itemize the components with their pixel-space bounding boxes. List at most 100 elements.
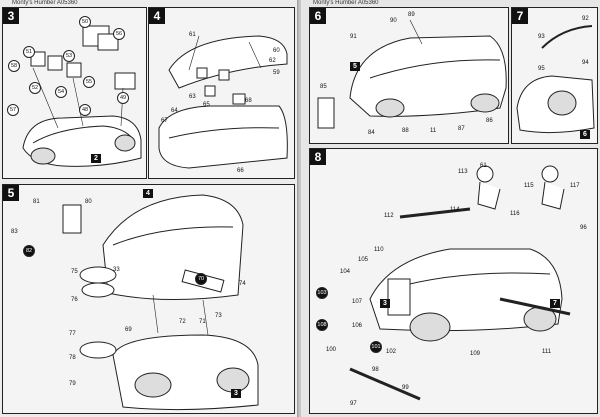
part-label: 92 bbox=[582, 16, 589, 22]
part-label: 111 bbox=[542, 349, 552, 355]
part-label: 58 bbox=[8, 60, 20, 72]
step-8-panel: 8 113 114 115 116 117 112 110 111 109 10… bbox=[309, 148, 598, 414]
step-5-drawing bbox=[62, 194, 259, 411]
part-label: 96 bbox=[580, 225, 587, 231]
part-label: 55 bbox=[83, 76, 95, 88]
part-label: 112 bbox=[384, 213, 394, 219]
part-label: 59 bbox=[273, 70, 280, 76]
part-label: 52 bbox=[29, 82, 41, 94]
part-label: 71 bbox=[199, 319, 206, 325]
assembly-reference-tag: 7 bbox=[550, 299, 560, 308]
part-label: 110 bbox=[374, 247, 384, 253]
part-label: 93 bbox=[538, 34, 545, 40]
part-label: 102 bbox=[386, 349, 397, 355]
part-label: 88 bbox=[402, 128, 409, 134]
part-label: 109 bbox=[470, 351, 481, 357]
part-label: 68 bbox=[245, 98, 252, 104]
part-label: 60 bbox=[273, 48, 280, 54]
part-label: 48 bbox=[79, 104, 91, 116]
part-label: 51 bbox=[23, 46, 35, 58]
part-label: 100 bbox=[326, 347, 337, 353]
part-label: 61 bbox=[189, 32, 196, 38]
part-label: 63 bbox=[189, 94, 196, 100]
step-3-drawing bbox=[22, 25, 142, 167]
part-label: 70 bbox=[195, 273, 207, 285]
part-label: 75 bbox=[71, 269, 78, 275]
part-label: 78 bbox=[69, 355, 76, 361]
part-label: 97 bbox=[350, 401, 357, 407]
part-label: 73 bbox=[215, 313, 222, 319]
step-4-drawing bbox=[158, 35, 288, 169]
instruction-page-left: Monty's Humber A05360 3 50 51 52 53 54 5… bbox=[0, 0, 300, 417]
step-3-panel: 3 50 51 52 53 54 55 56 58 57 48 49 2 bbox=[2, 7, 147, 179]
part-label: 79 bbox=[69, 381, 76, 387]
step-5-panel: 5 81 82 83 80 4 76 75 74 73 72 71 70 69 … bbox=[2, 184, 295, 414]
part-label: 11 bbox=[430, 128, 437, 134]
assembly-reference-tag: 3 bbox=[231, 389, 241, 398]
part-label: 53 bbox=[63, 50, 75, 62]
part-label: 80 bbox=[85, 199, 92, 205]
part-label: 87 bbox=[458, 126, 465, 132]
assembly-reference-tag: 6 bbox=[580, 130, 590, 139]
step-number: 7 bbox=[512, 8, 528, 24]
step-number: 8 bbox=[310, 149, 326, 165]
part-label: 54 bbox=[55, 86, 67, 98]
page-gutter bbox=[297, 0, 303, 417]
step-6-drawing bbox=[317, 19, 507, 129]
part-label: 72 bbox=[179, 319, 186, 325]
part-label: 91 bbox=[350, 34, 357, 40]
part-label: 99 bbox=[402, 385, 409, 391]
part-label: 82 bbox=[23, 245, 35, 257]
part-label: 83 bbox=[11, 229, 18, 235]
part-label: 50 bbox=[79, 16, 91, 28]
part-label: 90 bbox=[390, 18, 397, 24]
part-label: 108 bbox=[316, 319, 328, 331]
part-label: 61 bbox=[480, 163, 487, 169]
assembly-reference-tag: 2 bbox=[91, 154, 101, 163]
part-label: 69 bbox=[125, 327, 132, 333]
part-label: 104 bbox=[340, 269, 351, 275]
part-label: 49 bbox=[117, 92, 129, 104]
part-label: 76 bbox=[71, 297, 78, 303]
part-label: 103 bbox=[316, 287, 328, 299]
part-label: 89 bbox=[408, 12, 415, 18]
part-label: 106 bbox=[352, 323, 363, 329]
part-label: 74 bbox=[239, 281, 246, 287]
step-6-panel: 6 89 90 91 86 87 85 84 88 11 5 bbox=[309, 7, 509, 144]
part-label: 107 bbox=[352, 299, 363, 305]
part-label: 115 bbox=[524, 183, 534, 189]
step-8-drawing bbox=[349, 165, 571, 401]
part-label: 84 bbox=[368, 130, 375, 136]
part-label: 117 bbox=[570, 183, 580, 189]
assembly-reference-tag: 5 bbox=[350, 62, 360, 71]
part-label: 85 bbox=[320, 84, 327, 90]
part-label: 66 bbox=[237, 168, 244, 174]
assembly-reference-tag: 3 bbox=[380, 299, 390, 308]
part-label: 114 bbox=[450, 207, 460, 213]
part-label: 116 bbox=[510, 211, 520, 217]
part-label: 94 bbox=[582, 60, 589, 66]
assembly-reference-tag: 4 bbox=[143, 189, 153, 198]
part-label: 57 bbox=[7, 104, 19, 116]
part-label: 113 bbox=[458, 169, 468, 175]
part-label: 64 bbox=[171, 108, 178, 114]
part-label: 81 bbox=[33, 199, 40, 205]
step-7-drawing bbox=[516, 25, 595, 134]
step-number: 5 bbox=[3, 185, 19, 201]
part-label: 86 bbox=[486, 118, 493, 124]
part-label: 105 bbox=[358, 257, 369, 263]
step-number: 4 bbox=[149, 8, 165, 24]
step-7-panel: 7 92 93 94 95 6 bbox=[511, 7, 598, 144]
part-label: 77 bbox=[69, 331, 76, 337]
part-label: 65 bbox=[203, 102, 210, 108]
header-kit-reference: Monty's Humber A05360 bbox=[313, 0, 379, 6]
part-label: 56 bbox=[113, 28, 125, 40]
part-label: 67 bbox=[161, 118, 168, 124]
part-label: 95 bbox=[538, 66, 545, 72]
step-4-panel: 4 61 62 63 64 65 66 67 68 60 59 bbox=[148, 7, 295, 179]
step-number: 3 bbox=[3, 8, 19, 24]
part-label: 62 bbox=[269, 58, 276, 64]
part-label: 33 bbox=[113, 267, 120, 273]
instruction-page-right: Monty's Humber A05360 6 89 90 91 86 87 8… bbox=[301, 0, 600, 417]
part-label: 98 bbox=[372, 367, 379, 373]
